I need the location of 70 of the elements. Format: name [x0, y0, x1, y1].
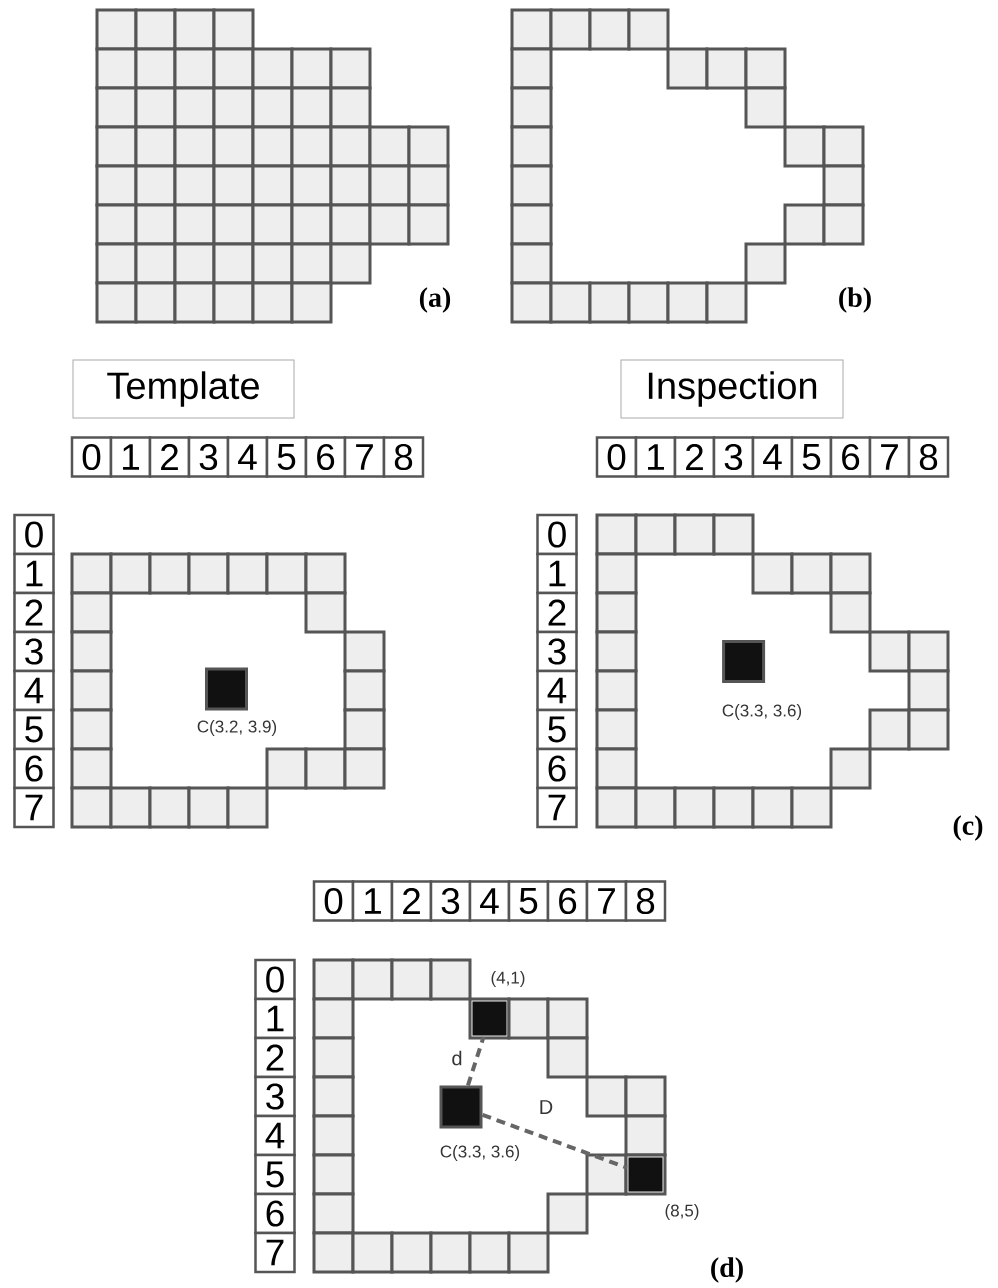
- coordinate-label: C(3.3, 3.6): [440, 1145, 520, 1161]
- distance-line: [466, 1036, 486, 1087]
- index-cell: 2: [254, 1036, 296, 1079]
- coordinate-label: C(3.2, 3.9): [197, 720, 277, 736]
- index-cell: 6: [536, 747, 578, 790]
- coordinate-label: (8,5): [665, 1204, 699, 1220]
- index-cell: 2: [673, 436, 716, 478]
- index-cell: 2: [148, 436, 191, 478]
- contour-pixel: [628, 1157, 663, 1192]
- index-cell: 5: [265, 436, 308, 478]
- index-cell: 3: [254, 1075, 296, 1118]
- index-cell: 1: [634, 436, 677, 478]
- index-cell: 7: [343, 436, 386, 478]
- panel-label: (a): [419, 287, 451, 313]
- index-cell: 4: [254, 1114, 296, 1157]
- index-cell: 6: [13, 747, 55, 790]
- index-cell: 3: [712, 436, 755, 478]
- index-cell: 8: [624, 880, 667, 922]
- index-cell: 0: [312, 880, 355, 922]
- index-cell: 0: [254, 958, 296, 1001]
- index-cell: 6: [254, 1192, 296, 1235]
- index-cell: 2: [390, 880, 433, 922]
- title-box: Inspection: [620, 359, 844, 419]
- index-cell: 3: [13, 630, 55, 673]
- index-cell: 1: [254, 997, 296, 1040]
- index-cell: 1: [536, 552, 578, 595]
- index-cell: 4: [751, 436, 794, 478]
- index-cell: 5: [790, 436, 833, 478]
- title-box: Template: [72, 359, 295, 419]
- index-cell: 6: [829, 436, 872, 478]
- index-cell: 3: [429, 880, 472, 922]
- index-cell: 4: [226, 436, 269, 478]
- index-cell: 5: [536, 708, 578, 751]
- centroid-square: [205, 667, 248, 711]
- panel-label: (c): [953, 815, 983, 841]
- index-cell: 0: [595, 436, 638, 478]
- index-cell: 2: [536, 591, 578, 634]
- index-cell: 0: [536, 513, 578, 556]
- index-cell: 0: [70, 436, 113, 478]
- distance-line: [481, 1113, 628, 1170]
- coordinate-label: (4,1): [491, 971, 525, 987]
- index-cell: 5: [254, 1153, 296, 1196]
- panel-label: (b): [839, 287, 871, 313]
- index-cell: 5: [13, 708, 55, 751]
- index-cell: 4: [536, 669, 578, 712]
- index-cell: 4: [13, 669, 55, 712]
- edge-label: D: [537, 1099, 555, 1115]
- index-cell: 8: [382, 436, 425, 478]
- index-cell: 6: [304, 436, 347, 478]
- coordinate-label: C(3.3, 3.6): [722, 704, 802, 720]
- index-cell: 1: [13, 552, 55, 595]
- index-cell: 1: [109, 436, 152, 478]
- index-cell: 7: [585, 880, 628, 922]
- centroid-square: [722, 640, 766, 684]
- panel-label: (d): [711, 1257, 743, 1283]
- index-cell: 5: [507, 880, 550, 922]
- index-cell: 2: [13, 591, 55, 634]
- index-cell: 1: [351, 880, 394, 922]
- index-cell: 4: [468, 880, 511, 922]
- centroid-square: [439, 1085, 483, 1129]
- index-cell: 7: [868, 436, 911, 478]
- index-cell: 7: [13, 786, 55, 829]
- index-cell: 0: [13, 513, 55, 556]
- index-cell: 7: [536, 786, 578, 829]
- index-cell: 7: [254, 1231, 296, 1274]
- index-cell: 8: [907, 436, 950, 478]
- edge-label: d: [450, 1049, 464, 1067]
- index-cell: 6: [546, 880, 589, 922]
- index-cell: 3: [187, 436, 230, 478]
- index-cell: 3: [536, 630, 578, 673]
